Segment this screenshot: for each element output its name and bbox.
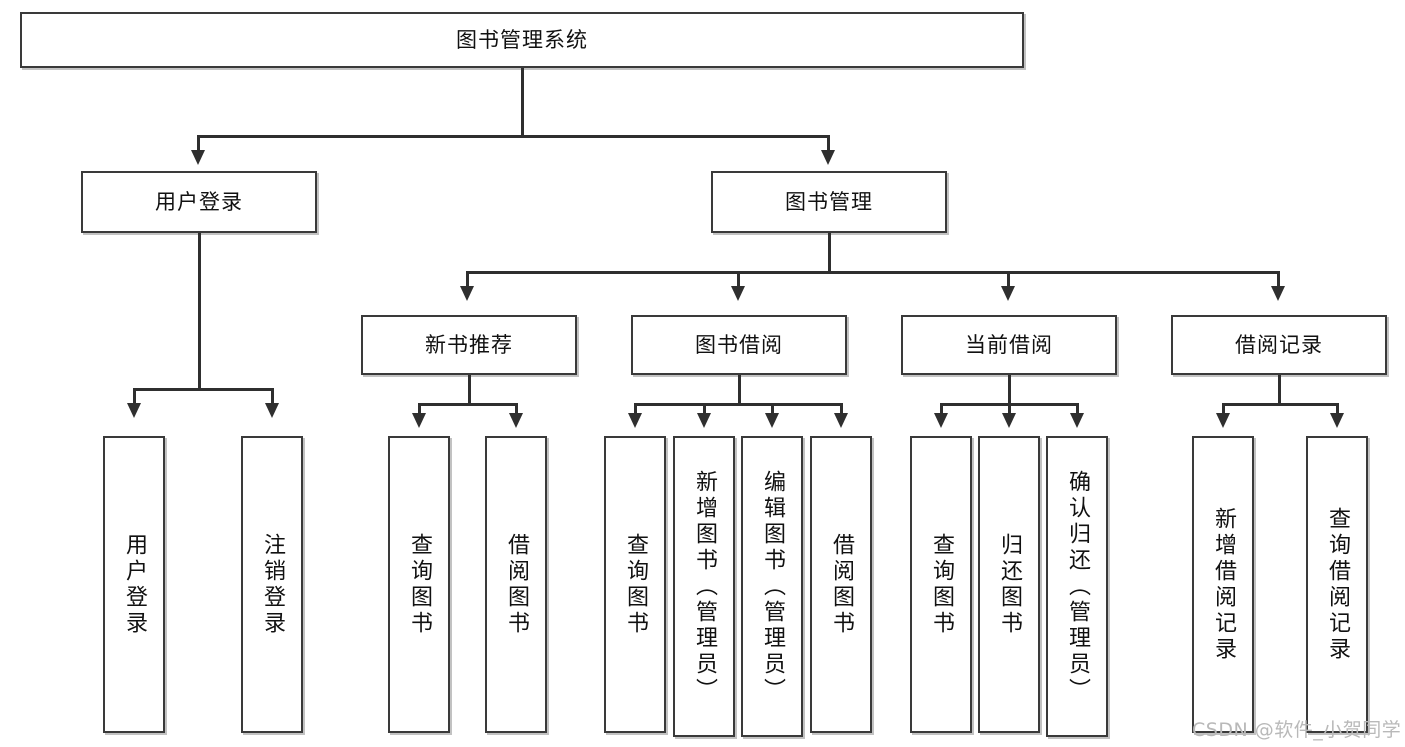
connector-user-login-stem bbox=[198, 233, 201, 390]
connector-current-borrow-drop-2 bbox=[1008, 403, 1011, 415]
node-current-borrow[interactable]: 当前借阅 bbox=[901, 315, 1117, 375]
node-user-login[interactable]: 用户登录 bbox=[81, 171, 317, 233]
connector-new-book-drop-2 bbox=[515, 403, 518, 415]
node-label: 借阅记录 bbox=[1235, 332, 1323, 357]
node-new-book-recommend[interactable]: 新书推荐 bbox=[361, 315, 577, 375]
leaf-query-book-current[interactable]: 查询图书 bbox=[910, 436, 972, 733]
leaf-query-borrow-record[interactable]: 查询借阅记录 bbox=[1306, 436, 1368, 733]
arrow-user-login-leaf-2 bbox=[265, 403, 279, 418]
connector-user-login-drop-2 bbox=[271, 388, 274, 405]
node-label: 图书借阅 bbox=[695, 332, 783, 357]
leaf-user-login[interactable]: 用户登录 bbox=[103, 436, 165, 733]
node-label: 当前借阅 bbox=[965, 332, 1053, 357]
node-book-management[interactable]: 图书管理 bbox=[711, 171, 947, 233]
connector-book-borrow-drop-3 bbox=[771, 403, 774, 415]
node-label: 确认归还（管理员） bbox=[1065, 469, 1090, 704]
arrow-level3-2 bbox=[731, 286, 745, 301]
connector-borrow-record-drop-2 bbox=[1336, 403, 1339, 415]
leaf-logout[interactable]: 注销登录 bbox=[241, 436, 303, 733]
leaf-add-borrow-record[interactable]: 新增借阅记录 bbox=[1192, 436, 1254, 733]
connector-current-borrow-drop-1 bbox=[940, 403, 943, 415]
connector-borrow-record-bus bbox=[1222, 403, 1338, 406]
arrow-user-login-leaf-1 bbox=[127, 403, 141, 418]
arrow-book-borrow-leaf-3 bbox=[765, 413, 779, 428]
arrow-borrow-record-leaf-1 bbox=[1216, 413, 1230, 428]
leaf-return-book[interactable]: 归还图书 bbox=[978, 436, 1040, 733]
arrow-new-book-leaf-2 bbox=[509, 413, 523, 428]
connector-level2-drop-1 bbox=[197, 135, 200, 152]
connector-level3-drop-4 bbox=[1277, 271, 1280, 288]
connector-book-borrow-stem bbox=[738, 375, 741, 405]
node-label: 用户登录 bbox=[155, 189, 243, 214]
connector-level2-bus bbox=[197, 135, 829, 138]
arrow-level3-4 bbox=[1271, 286, 1285, 301]
node-label: 图书管理系统 bbox=[456, 27, 588, 52]
node-label: 查询图书 bbox=[407, 532, 432, 637]
node-root-book-management-system[interactable]: 图书管理系统 bbox=[20, 12, 1024, 68]
arrow-level2-1 bbox=[191, 150, 205, 165]
connector-book-borrow-drop-1 bbox=[634, 403, 637, 415]
node-label: 用户登录 bbox=[122, 532, 147, 637]
connector-new-book-stem bbox=[468, 375, 471, 405]
arrow-level3-3 bbox=[1001, 286, 1015, 301]
connector-book-borrow-drop-4 bbox=[840, 403, 843, 415]
arrow-level3-1 bbox=[460, 286, 474, 301]
connector-book-management-stem bbox=[828, 233, 831, 273]
node-label: 新增图书（管理员） bbox=[692, 469, 717, 704]
leaf-borrow-book[interactable]: 借阅图书 bbox=[810, 436, 872, 733]
connector-level2-drop-2 bbox=[827, 135, 830, 152]
leaf-add-book-admin[interactable]: 新增图书（管理员） bbox=[673, 436, 735, 737]
node-label: 归还图书 bbox=[997, 532, 1022, 637]
connector-level3-drop-1 bbox=[466, 271, 469, 288]
connector-root-stem bbox=[521, 68, 524, 137]
leaf-query-book-recommend[interactable]: 查询图书 bbox=[388, 436, 450, 733]
node-borrow-record[interactable]: 借阅记录 bbox=[1171, 315, 1387, 375]
leaf-query-book-borrow[interactable]: 查询图书 bbox=[604, 436, 666, 733]
connector-user-login-drop-1 bbox=[133, 388, 136, 405]
connector-level3-bus bbox=[466, 271, 1278, 274]
node-label: 编辑图书（管理员） bbox=[760, 469, 785, 704]
arrow-book-borrow-leaf-1 bbox=[628, 413, 642, 428]
connector-borrow-record-stem bbox=[1278, 375, 1281, 405]
connector-new-book-drop-1 bbox=[418, 403, 421, 415]
arrow-current-borrow-leaf-2 bbox=[1002, 413, 1016, 428]
connector-user-login-bus bbox=[133, 388, 273, 391]
arrow-current-borrow-leaf-3 bbox=[1070, 413, 1084, 428]
arrow-new-book-leaf-1 bbox=[412, 413, 426, 428]
node-label: 新增借阅记录 bbox=[1211, 506, 1236, 663]
connector-book-borrow-drop-2 bbox=[703, 403, 706, 415]
node-label: 查询图书 bbox=[623, 532, 648, 637]
leaf-edit-book-admin[interactable]: 编辑图书（管理员） bbox=[741, 436, 803, 737]
connector-current-borrow-stem bbox=[1008, 375, 1011, 405]
node-label: 借阅图书 bbox=[504, 532, 529, 637]
connector-borrow-record-drop-1 bbox=[1222, 403, 1225, 415]
leaf-confirm-return-admin[interactable]: 确认归还（管理员） bbox=[1046, 436, 1108, 737]
node-label: 借阅图书 bbox=[829, 532, 854, 637]
node-label: 查询图书 bbox=[929, 532, 954, 637]
node-book-borrow[interactable]: 图书借阅 bbox=[631, 315, 847, 375]
leaf-borrow-book-recommend[interactable]: 借阅图书 bbox=[485, 436, 547, 733]
arrow-book-borrow-leaf-4 bbox=[834, 413, 848, 428]
arrow-borrow-record-leaf-2 bbox=[1330, 413, 1344, 428]
node-label: 查询借阅记录 bbox=[1325, 506, 1350, 663]
arrow-current-borrow-leaf-1 bbox=[934, 413, 948, 428]
connector-book-borrow-bus bbox=[634, 403, 842, 406]
arrow-level2-2 bbox=[821, 150, 835, 165]
connector-level3-drop-3 bbox=[1007, 271, 1010, 288]
arrow-book-borrow-leaf-2 bbox=[697, 413, 711, 428]
node-label: 注销登录 bbox=[260, 532, 285, 637]
connector-level3-drop-2 bbox=[737, 271, 740, 288]
connector-current-borrow-drop-3 bbox=[1076, 403, 1079, 415]
connector-new-book-bus bbox=[418, 403, 518, 406]
node-label: 新书推荐 bbox=[425, 332, 513, 357]
node-label: 图书管理 bbox=[785, 189, 873, 214]
